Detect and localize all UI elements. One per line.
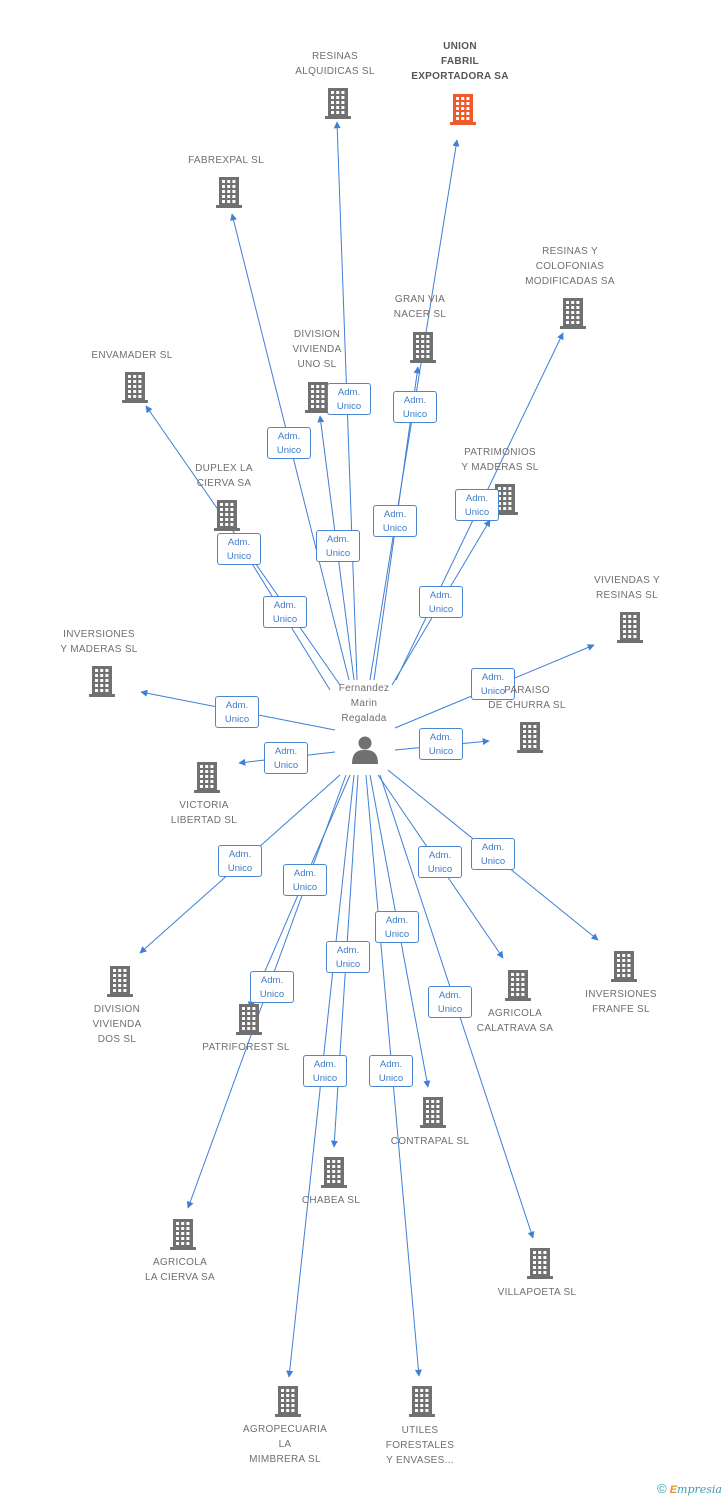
person-icon[interactable] xyxy=(352,736,378,765)
building-icon[interactable] xyxy=(305,382,331,413)
role-badge-agricola-cierva[interactable]: Adm. Unico xyxy=(250,971,294,1003)
building-icon[interactable] xyxy=(505,970,531,1001)
company-label-inversiones-franfe[interactable]: INVERSIONES FRANFE SL xyxy=(585,989,657,1015)
building-icon[interactable] xyxy=(420,1097,446,1128)
company-label-viviendas-resinas[interactable]: VIVIENDAS Y RESINAS SL xyxy=(594,575,660,601)
role-badge-union-fabril[interactable]: Adm. Unico xyxy=(373,505,417,537)
company-label-agricola-cierva[interactable]: AGRICOLA LA CIERVA SA xyxy=(145,1257,215,1283)
building-icon[interactable] xyxy=(170,1219,196,1250)
building-icon[interactable] xyxy=(450,94,476,125)
role-badge-division-uno[interactable]: Adm. Unico xyxy=(316,530,360,562)
company-label-chabea[interactable]: CHABEA SL xyxy=(301,1195,361,1206)
company-label-union-fabril[interactable]: UNION FABRIL EXPORTADORA SA xyxy=(411,41,509,82)
building-icon[interactable] xyxy=(236,1004,262,1035)
role-badge-villapoeta[interactable]: Adm. Unico xyxy=(428,986,472,1018)
role-badge-patrimonios[interactable]: Adm. Unico xyxy=(455,489,499,521)
brand-initial: E xyxy=(669,1484,678,1496)
role-badge-envamader[interactable]: Adm. Unico xyxy=(263,596,307,628)
company-label-inversiones-maderas[interactable]: INVERSIONES Y MADERAS SL xyxy=(60,629,138,655)
company-label-resinas-colofonias[interactable]: RESINAS Y COLOFONIAS MODIFICADAS SA xyxy=(525,246,615,287)
role-badge-inversiones-maderas[interactable]: Adm. Unico xyxy=(215,696,259,728)
company-label-contrapal[interactable]: CONTRAPAL SL xyxy=(390,1136,470,1147)
role-badge-division-dos[interactable]: Adm. Unico xyxy=(218,845,262,877)
role-badge-resinas-alquidicas[interactable]: Adm. Unico xyxy=(267,427,311,459)
role-badge-extra-0[interactable]: Adm. Unico xyxy=(327,383,371,415)
building-icon[interactable] xyxy=(409,1386,435,1417)
company-label-agropecuaria[interactable]: AGROPECUARIA LA MIMBRERA SL xyxy=(242,1424,328,1465)
building-icon[interactable] xyxy=(517,722,543,753)
building-icon[interactable] xyxy=(611,951,637,982)
building-icon[interactable] xyxy=(321,1157,347,1188)
building-icon[interactable] xyxy=(89,666,115,697)
building-icon[interactable] xyxy=(107,966,133,997)
building-icon[interactable] xyxy=(492,484,518,515)
company-label-division-dos[interactable]: DIVISION VIVIENDA DOS SL xyxy=(92,1004,142,1045)
building-icon[interactable] xyxy=(325,88,351,119)
building-icon[interactable] xyxy=(194,762,220,793)
building-icon[interactable] xyxy=(560,298,586,329)
role-badge-utiles[interactable]: Adm. Unico xyxy=(369,1055,413,1087)
company-label-gran-via[interactable]: GRAN VIA NACER SL xyxy=(393,294,447,320)
role-badge-duplex[interactable]: Adm. Unico xyxy=(217,533,261,565)
role-badge-victoria[interactable]: Adm. Unico xyxy=(264,742,308,774)
role-badge-patriforest[interactable]: Adm. Unico xyxy=(283,864,327,896)
building-icon[interactable] xyxy=(617,612,643,643)
company-label-fabrexpal[interactable]: FABREXPAL SL xyxy=(188,155,264,166)
brand-name: mpresia xyxy=(677,1483,722,1496)
role-badge-paraiso[interactable]: Adm. Unico xyxy=(419,728,463,760)
company-label-envamader[interactable]: ENVAMADER SL xyxy=(91,350,173,361)
building-icon[interactable] xyxy=(214,500,240,531)
company-label-victoria[interactable]: VICTORIA LIBERTAD SL xyxy=(170,800,238,826)
person-label[interactable]: Fernandez Marin Regalada xyxy=(338,683,390,724)
building-icon[interactable] xyxy=(216,177,242,208)
role-badge-resinas-colofonias[interactable]: Adm. Unico xyxy=(419,586,463,618)
building-icon[interactable] xyxy=(527,1248,553,1279)
company-label-patrimonios[interactable]: PATRIMONIOS Y MADERAS SL xyxy=(461,447,539,473)
company-label-agricola-calatrava[interactable]: AGRICOLA CALATRAVA SA xyxy=(476,1008,554,1034)
role-badge-contrapal[interactable]: Adm. Unico xyxy=(375,911,419,943)
company-label-patriforest[interactable]: PATRIFOREST SL xyxy=(202,1042,290,1053)
copyright-symbol: © xyxy=(657,1481,667,1496)
company-label-division-uno[interactable]: DIVISION VIVIENDA UNO SL xyxy=(292,329,342,370)
role-badge-gran-via[interactable]: Adm. Unico xyxy=(393,391,437,423)
role-badge-agropecuaria[interactable]: Adm. Unico xyxy=(303,1055,347,1087)
footer-brand[interactable]: ©Empresia xyxy=(657,1481,722,1496)
role-badge-agricola-calatrava[interactable]: Adm. Unico xyxy=(418,846,462,878)
company-label-resinas-alquidicas[interactable]: RESINAS ALQUIDICAS SL xyxy=(295,51,375,77)
building-icon[interactable] xyxy=(275,1386,301,1417)
building-icon[interactable] xyxy=(410,332,436,363)
company-label-utiles[interactable]: UTILES FORESTALES Y ENVASES... xyxy=(385,1425,455,1466)
company-label-villapoeta[interactable]: VILLAPOETA SL xyxy=(497,1287,577,1298)
nodes-layer xyxy=(89,88,643,1417)
company-label-duplex[interactable]: DUPLEX LA CIERVA SA xyxy=(195,463,253,489)
building-icon[interactable] xyxy=(122,372,148,403)
role-badge-inversiones-franfe[interactable]: Adm. Unico xyxy=(471,838,515,870)
role-badge-chabea[interactable]: Adm. Unico xyxy=(326,941,370,973)
role-badge-viviendas-resinas[interactable]: Adm. Unico xyxy=(471,668,515,700)
company-label-paraiso[interactable]: PARAISO DE CHURRA SL xyxy=(488,685,566,711)
